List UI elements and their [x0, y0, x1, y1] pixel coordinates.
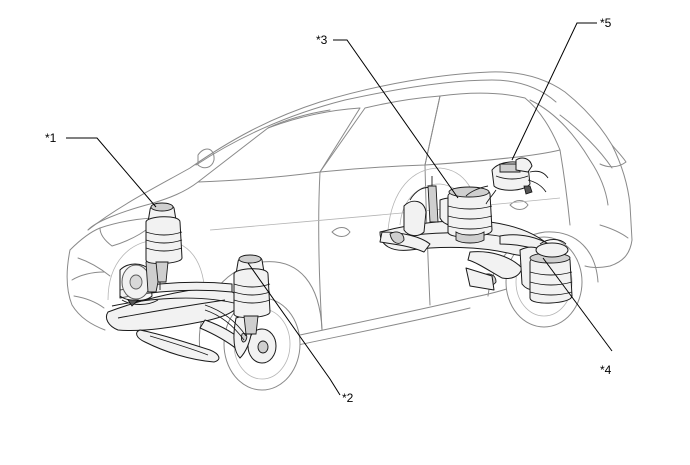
leader-line-1	[66, 137, 157, 208]
callout-label-5: *5	[600, 16, 612, 30]
callout-label-2: *2	[342, 391, 354, 405]
callout-label-3: *3	[316, 33, 328, 47]
callout-label-4: *4	[600, 363, 612, 377]
front-suspension	[105, 202, 271, 363]
rear-suspension	[379, 157, 573, 304]
leader-lines	[66, 22, 613, 396]
leader-line-4	[542, 257, 613, 352]
leader-line-5	[511, 22, 597, 161]
leader-line-2	[247, 262, 341, 396]
leader-line-3	[333, 39, 459, 199]
callout-label-1: *1	[45, 131, 57, 145]
